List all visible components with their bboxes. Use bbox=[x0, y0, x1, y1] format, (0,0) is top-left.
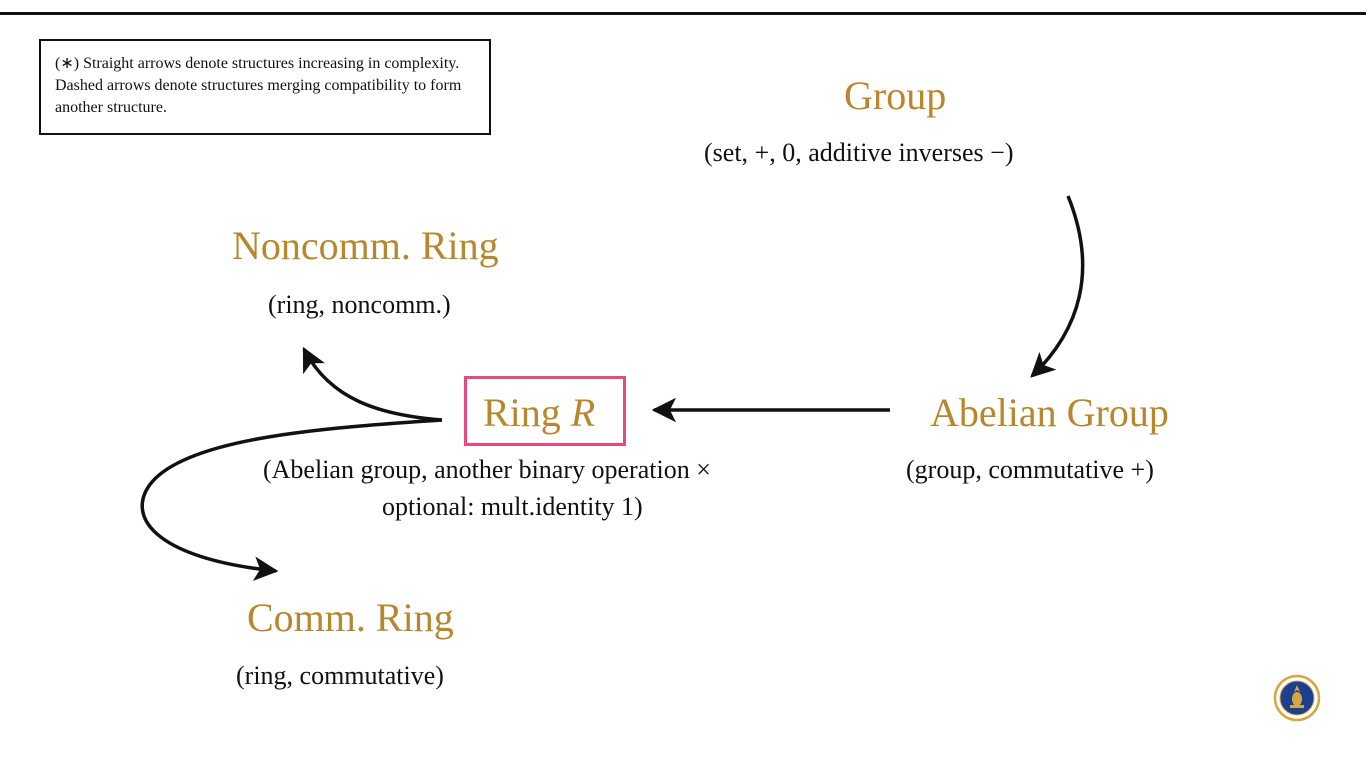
node-comm-ring-title: Comm. Ring bbox=[247, 595, 454, 640]
arrow-ring-to-noncomm-ring bbox=[302, 346, 443, 422]
node-ring-desc-line1: (Abelian group, another binary operation… bbox=[263, 455, 711, 484]
node-ring-title: Ring R bbox=[483, 393, 595, 433]
legend-note-text: (∗) Straight arrows denote structures in… bbox=[55, 55, 462, 116]
node-ring-box: Ring R bbox=[464, 376, 626, 446]
top-rule bbox=[0, 12, 1366, 15]
node-noncomm-ring-desc: (ring, noncomm.) bbox=[268, 290, 451, 319]
legend-note: (∗) Straight arrows denote structures in… bbox=[39, 39, 491, 135]
node-group-title: Group bbox=[844, 73, 947, 118]
node-group-desc: (set, +, 0, additive inverses −) bbox=[704, 138, 1014, 167]
university-seal-icon bbox=[1273, 674, 1321, 722]
node-ring-title-prefix: Ring bbox=[483, 390, 561, 435]
node-abelian-group-desc: (group, commutative +) bbox=[906, 455, 1154, 484]
node-comm-ring-desc: (ring, commutative) bbox=[236, 661, 444, 690]
node-noncomm-ring-title: Noncomm. Ring bbox=[232, 223, 499, 268]
arrow-ring-to-comm-ring bbox=[140, 418, 443, 581]
node-abelian-group-title: Abelian Group bbox=[930, 390, 1169, 435]
node-ring-title-var: R bbox=[570, 390, 596, 435]
node-ring-desc-line2: optional: mult.identity 1) bbox=[382, 492, 643, 521]
arrow-group-to-abelian-group bbox=[1030, 195, 1085, 378]
